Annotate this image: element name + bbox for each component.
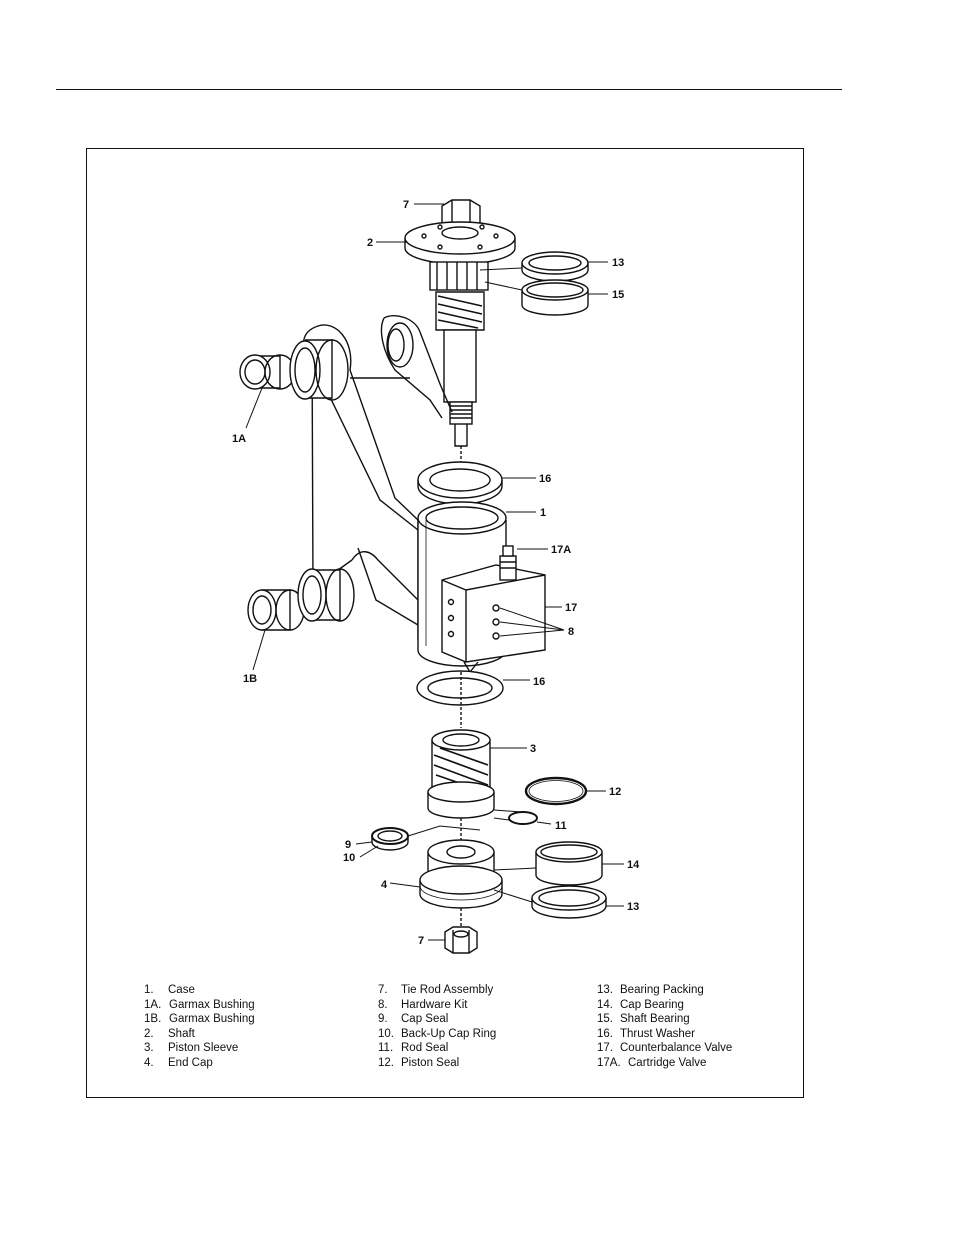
case-boss-lower <box>297 568 355 622</box>
shaft-body <box>429 261 489 470</box>
shaft-bearing <box>521 279 589 316</box>
legend-column-3: 13.Bearing Packing 14.Cap Bearing 15.Sha… <box>597 983 732 1070</box>
callout-16-bottom: 16 <box>533 676 545 688</box>
callout-14: 14 <box>627 859 640 871</box>
legend-item: 11.Rod Seal <box>378 1042 449 1054</box>
legend-item: 3.Piston Sleeve <box>144 1042 239 1054</box>
callout-17a: 17A <box>551 544 571 556</box>
legend-item: 14.Cap Bearing <box>597 998 684 1011</box>
legend-item: 16.Thrust Washer <box>597 1027 695 1040</box>
callout-16-top: 16 <box>539 473 551 485</box>
legend-item: 8.Hardware Kit <box>378 998 468 1011</box>
callout-13-top: 13 <box>612 257 624 269</box>
leader-lines <box>245 203 624 941</box>
bearing-packing-top <box>521 251 589 282</box>
legend-item: 17.Counterbalance Valve <box>597 1042 733 1054</box>
garmax-bushing-1a <box>239 354 296 390</box>
callout-12: 12 <box>609 786 621 798</box>
legend-item: 7.Tie Rod Assembly <box>378 984 494 996</box>
callout-17: 17 <box>565 602 577 614</box>
legend-item: 1.Case <box>144 984 195 996</box>
shaft-flange <box>404 221 516 265</box>
callout-4: 4 <box>381 879 388 891</box>
callout-2: 2 <box>367 237 373 249</box>
callout-7-top: 7 <box>403 199 409 211</box>
end-cap <box>419 839 503 909</box>
callout-7-bottom: 7 <box>418 935 424 947</box>
legend-item: 13.Bearing Packing <box>597 984 704 996</box>
bearing-packing-bottom <box>531 885 607 919</box>
legend-item: 15.Shaft Bearing <box>597 1013 690 1025</box>
legend-column-2: 7.Tie Rod Assembly 8.Hardware Kit 9.Cap … <box>378 983 496 1070</box>
callout-13-bottom: 13 <box>627 901 639 913</box>
legend-item: 17A.Cartridge Valve <box>597 1056 707 1069</box>
callout-1b: 1B <box>243 673 257 685</box>
cartridge-valve <box>499 545 517 581</box>
garmax-bushing-1b <box>247 589 305 631</box>
callout-labels: 7 2 13 15 1A 16 1 17A 17 8 1B 16 3 12 11… <box>232 199 640 947</box>
legend-item: 10.Back-Up Cap Ring <box>378 1027 497 1040</box>
callout-8: 8 <box>568 626 574 638</box>
parts-legend: 1.Case 1A.Garmax Bushing 1B.Garmax Bushi… <box>144 983 784 1083</box>
callout-10: 10 <box>343 852 355 864</box>
callout-9: 9 <box>345 839 351 851</box>
thrust-washer-bottom <box>416 670 504 728</box>
legend-item: 2.Shaft <box>144 1027 195 1040</box>
piston-sleeve <box>427 729 495 840</box>
callout-1: 1 <box>540 507 546 519</box>
figure-frame <box>86 148 804 1098</box>
legend-item: 1B.Garmax Bushing <box>144 1013 255 1025</box>
piston-seal <box>524 776 588 806</box>
tie-rod-nut-bottom <box>444 908 478 954</box>
legend-item: 9.Cap Seal <box>378 1013 449 1025</box>
cap-seal <box>371 827 409 851</box>
legend-item: 12.Piston Seal <box>378 1056 460 1069</box>
header-rule <box>56 89 842 90</box>
cap-bearing <box>535 841 603 886</box>
legend-item: 1A.Garmax Bushing <box>144 998 255 1011</box>
thrust-washer-top <box>417 461 503 505</box>
legend-column-1: 1.Case 1A.Garmax Bushing 1B.Garmax Bushi… <box>144 983 255 1070</box>
legend-item: 4.End Cap <box>144 1056 213 1069</box>
rod-seal <box>508 811 538 825</box>
callout-3: 3 <box>530 743 536 755</box>
case-boss-upper <box>289 339 349 401</box>
callout-11: 11 <box>555 820 567 832</box>
callout-15: 15 <box>612 289 624 301</box>
callout-1a: 1A <box>232 433 246 445</box>
